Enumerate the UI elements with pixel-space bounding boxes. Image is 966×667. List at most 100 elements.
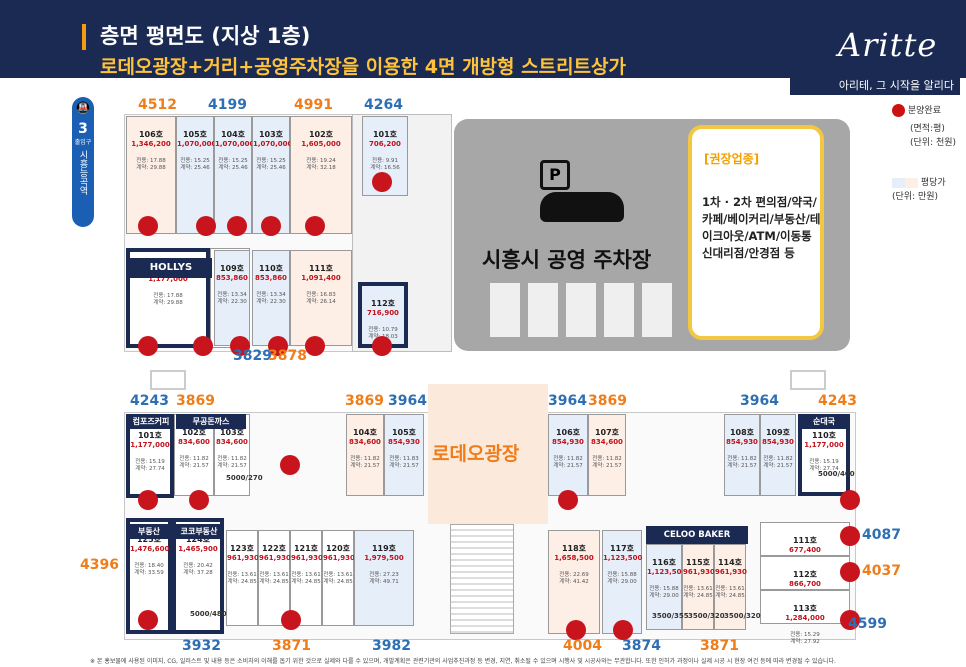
shop-sign-110: 순대국 bbox=[802, 414, 846, 429]
price-per-pyeong: 3878 bbox=[268, 348, 307, 364]
sold-marker-icon bbox=[280, 455, 300, 475]
parking-title: 시흥시 공영 주차장 bbox=[482, 248, 652, 272]
stairs bbox=[450, 524, 514, 634]
price-per-pyeong: 3869 bbox=[345, 393, 384, 409]
unit-number: 107호 bbox=[594, 428, 620, 437]
sold-marker-icon bbox=[138, 490, 158, 510]
sold-marker-icon bbox=[566, 620, 586, 640]
sold-marker-icon bbox=[138, 610, 158, 630]
shop-sign-101: 컴포즈커피 bbox=[130, 414, 172, 429]
legend-area-unit: (면적:평) bbox=[910, 124, 945, 134]
unit-area: 전용: 11.83 계약: 21.57 bbox=[389, 456, 419, 469]
price-per-pyeong: 3964 bbox=[548, 393, 587, 409]
unit-number: 111호 bbox=[308, 264, 334, 273]
unit-number: 113호 bbox=[792, 604, 818, 613]
unit-area: 전용: 11.82 계약: 21.57 bbox=[763, 456, 793, 469]
unit-area: 전용: 13.61 계약: 24.85 bbox=[715, 586, 745, 599]
unit-price: 1,177,000 bbox=[804, 441, 844, 449]
sold-marker-icon bbox=[281, 610, 301, 630]
price-per-pyeong: 4199 bbox=[208, 97, 247, 113]
unit-number: 101호 bbox=[137, 431, 163, 440]
unit-area: 전용: 22.69 계약: 41.42 bbox=[559, 572, 589, 585]
unit-number: 110호 bbox=[258, 264, 284, 273]
unit-price: 961,930 bbox=[323, 554, 355, 562]
footer-disclaimer: ※ 본 홍보물에 사용된 이미지, CG, 일러스트 및 내용 등은 소비자의 … bbox=[90, 658, 836, 665]
sold-marker-icon bbox=[840, 562, 860, 582]
unit-price: 854,930 bbox=[726, 438, 758, 446]
unit-area: 전용: 11.82 계약: 21.57 bbox=[179, 456, 209, 469]
unit-number: 120호 bbox=[325, 544, 351, 553]
sold-marker-icon bbox=[268, 336, 288, 356]
unit-area: 전용: 11.82 계약: 21.57 bbox=[217, 456, 247, 469]
unit-area: 전용: 11.82 계약: 21.57 bbox=[553, 456, 583, 469]
sold-marker-icon bbox=[840, 610, 860, 630]
legend-pyeong-unit: (단위: 만원) bbox=[892, 192, 939, 202]
shop-sign-102: 무공돈까스 bbox=[176, 414, 246, 429]
unit-number: 111호 bbox=[792, 536, 818, 545]
parking-sign-icon: P bbox=[540, 160, 570, 190]
unit-price: 1,091,400 bbox=[301, 274, 341, 282]
sold-marker-icon bbox=[558, 490, 578, 510]
unit-number: 116호 bbox=[651, 558, 677, 567]
brand-tagline: 아리테, 그 시작을 알리다 bbox=[790, 77, 960, 95]
sold-marker-icon bbox=[193, 336, 213, 356]
unit-area: 전용: 15.25 계약: 25.46 bbox=[218, 158, 248, 171]
unit-number: 121호 bbox=[293, 544, 319, 553]
unit-area: 전용: 15.19 계약: 27.74 bbox=[135, 459, 165, 472]
rodeo-plaza-label: 로데오광장 bbox=[432, 443, 520, 465]
unit-price: 853,860 bbox=[255, 274, 287, 282]
unit-area: 전용: 15.88 계약: 29.00 bbox=[649, 586, 679, 599]
unit-price: 961,930 bbox=[683, 568, 715, 576]
unit-price: 1,070,000 bbox=[177, 140, 217, 148]
unit-area: 전용: 13.61 계약: 24.85 bbox=[227, 572, 257, 585]
price-per-pyeong: 4243 bbox=[130, 393, 169, 409]
unit-area: 전용: 15.19 계약: 27.74 bbox=[809, 459, 839, 472]
unit-price: 677,400 bbox=[789, 546, 821, 554]
deposit-rent-note: 5000/480 bbox=[190, 610, 227, 618]
parking-stall bbox=[566, 283, 596, 337]
sold-marker-icon bbox=[840, 490, 860, 510]
unit-number: 106호 bbox=[555, 428, 581, 437]
price-per-pyeong: 4599 bbox=[848, 616, 887, 632]
unit-area: 전용: 15.88 계약: 29.00 bbox=[607, 572, 637, 585]
price-per-pyeong: 3874 bbox=[622, 638, 661, 654]
unit-price: 853,860 bbox=[216, 274, 248, 282]
shop-sign-celoo-baker: CELOO BAKER bbox=[646, 526, 748, 544]
unit-area: 전용: 27.23 계약: 49.71 bbox=[369, 572, 399, 585]
recommended-business-box bbox=[688, 125, 824, 340]
unit-price: 834,600 bbox=[178, 438, 210, 446]
unit-price: 1,284,000 bbox=[785, 614, 825, 622]
parking-stall bbox=[604, 283, 634, 337]
unit-price: 1,123,500 bbox=[603, 554, 643, 562]
price-per-pyeong: 3964 bbox=[388, 393, 427, 409]
unit-area: 전용: 13.61 계약: 24.85 bbox=[259, 572, 289, 585]
price-per-pyeong: 3829 bbox=[233, 348, 272, 364]
legend-pyeong: 평당가 bbox=[920, 178, 946, 188]
unit-area: 전용: 13.34 계약: 22.30 bbox=[256, 292, 286, 305]
unit-price: 1,658,500 bbox=[554, 554, 594, 562]
unit-area: 전용: 11.82 계약: 21.57 bbox=[727, 456, 757, 469]
unit-number: 123호 bbox=[229, 544, 255, 553]
unit-number: 112호 bbox=[370, 299, 396, 308]
parking-stall bbox=[528, 283, 558, 337]
unit-price: 716,900 bbox=[367, 309, 399, 317]
unit-price: 1,070,000 bbox=[215, 140, 255, 148]
parking-stall bbox=[490, 283, 520, 337]
unit-area: 전용: 19.24 계약: 32.18 bbox=[306, 158, 336, 171]
unit-number: 109호 bbox=[219, 264, 245, 273]
brand-logo: Aritte bbox=[838, 26, 938, 64]
